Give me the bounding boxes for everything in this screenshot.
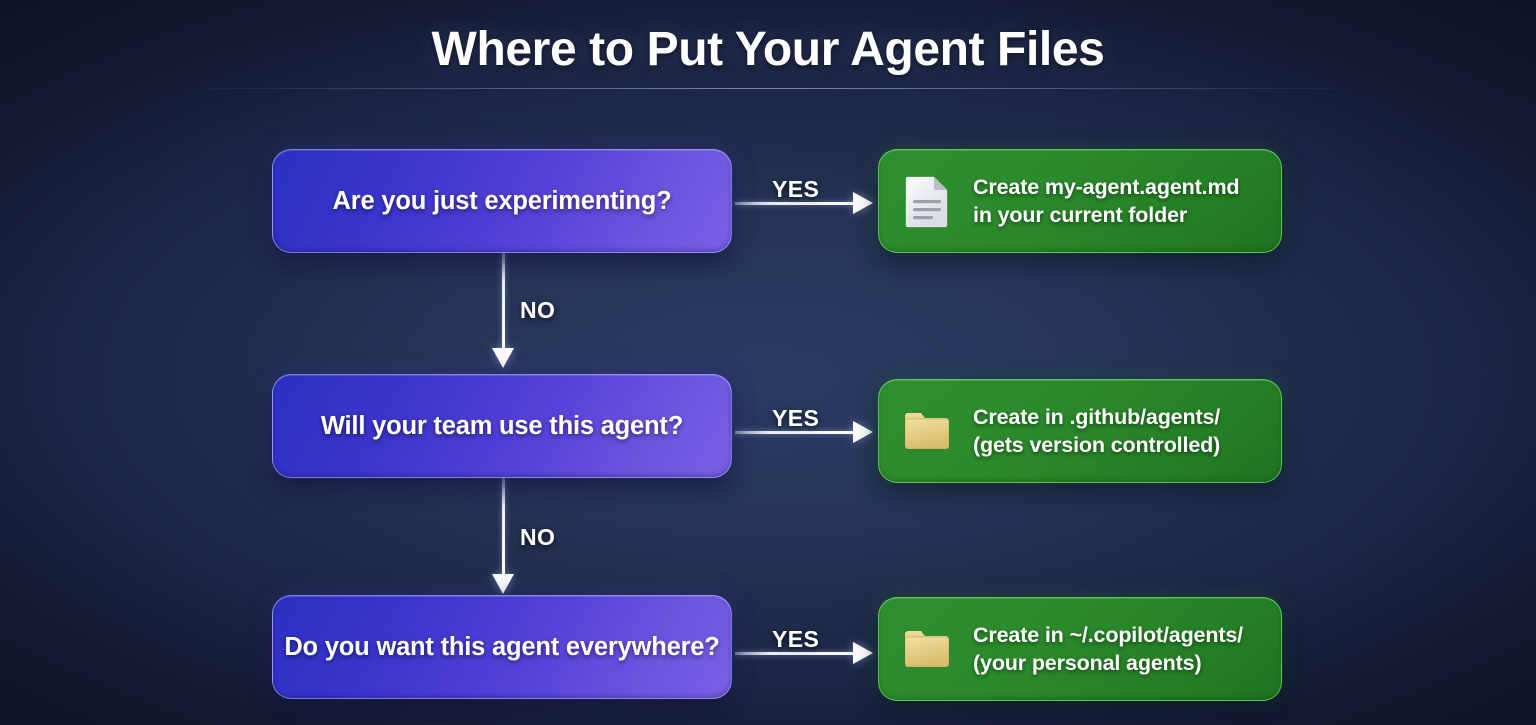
edge-label-no-1: NO: [520, 297, 556, 323]
page-title: Where to Put Your Agent Files: [431, 23, 1105, 76]
edge-label-no-2: NO: [520, 524, 556, 550]
decision-box-team-use[interactable]: Will your team use this agent?: [272, 374, 732, 478]
outcome-line-1: Create in ~/.copilot/agents/: [973, 622, 1243, 647]
arrow-head-icon: [492, 574, 514, 594]
arrow-shaft: [501, 253, 505, 348]
decision-box-everywhere[interactable]: Do you want this agent everywhere?: [272, 595, 732, 699]
outcome-line-1: Create in .github/agents/: [973, 404, 1221, 429]
yes-arrow-1: [735, 192, 873, 214]
yes-arrow-2: [735, 421, 873, 443]
outcome-line-2: in your current folder: [973, 202, 1188, 227]
arrow-shaft: [501, 478, 505, 574]
outcome-box-copilot-agents[interactable]: Create in ~/.copilot/agents/ (your perso…: [878, 597, 1282, 701]
edge-label-yes-2: YES: [772, 405, 820, 431]
decision-box-experimenting[interactable]: Are you just experimenting?: [272, 149, 732, 253]
document-icon: [905, 176, 948, 228]
outcome-line-2: (gets version controlled): [973, 432, 1221, 457]
decision-label: Do you want this agent everywhere?: [284, 632, 720, 661]
outcome-box-github-agents[interactable]: Create in .github/agents/ (gets version …: [878, 379, 1282, 483]
outcome-text: Create my-agent.agent.md in your current…: [973, 174, 1240, 228]
no-arrow-2: [492, 478, 514, 594]
no-arrow-1: [492, 253, 514, 368]
edge-label-yes-1: YES: [772, 176, 820, 202]
folder-icon: [904, 631, 950, 668]
arrow-head-icon: [853, 421, 873, 443]
arrow-shaft: [735, 201, 853, 205]
arrow-head-icon: [853, 642, 873, 664]
outcome-text: Create in ~/.copilot/agents/ (your perso…: [973, 623, 1243, 676]
outcome-text: Create in .github/agents/ (gets version …: [973, 405, 1220, 458]
yes-arrow-3: [735, 642, 873, 664]
title-divider: [190, 88, 1350, 89]
folder-icon: [904, 413, 950, 450]
edge-label-yes-3: YES: [772, 626, 820, 652]
outcome-line-2: (your personal agents): [973, 650, 1202, 675]
outcome-box-current-folder[interactable]: Create my-agent.agent.md in your current…: [878, 149, 1282, 253]
arrow-head-icon: [853, 192, 873, 214]
arrow-shaft: [735, 430, 853, 434]
decision-label: Are you just experimenting?: [332, 186, 672, 215]
arrow-shaft: [735, 651, 853, 655]
arrow-head-icon: [492, 348, 514, 368]
outcome-line-1: Create my-agent.agent.md: [973, 174, 1240, 199]
decision-label: Will your team use this agent?: [320, 411, 684, 440]
